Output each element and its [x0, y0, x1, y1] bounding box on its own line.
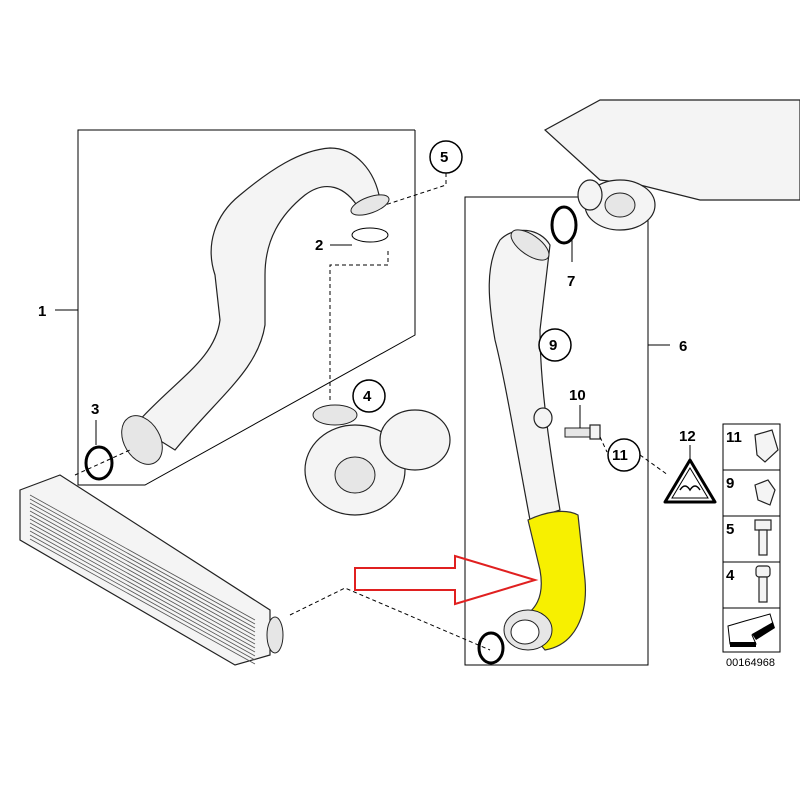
- intercooler-fin: [29, 518, 256, 645]
- legend-item-4: 4: [726, 567, 735, 584]
- intercooler: [19, 474, 284, 666]
- engine-cover: [543, 99, 800, 231]
- intercooler-fin: [29, 494, 256, 621]
- callout-7: 7: [567, 273, 575, 290]
- intercooler-fin: [29, 530, 256, 657]
- callout-1: 1: [38, 303, 46, 320]
- callout-10: 10: [569, 387, 586, 404]
- group-frame-1: [77, 129, 416, 486]
- turbocharger: [304, 404, 451, 516]
- sensor-10: [564, 424, 601, 440]
- callout-2: 2: [315, 237, 323, 254]
- callout-5: 5: [440, 149, 448, 166]
- intercooler-fin: [29, 510, 256, 637]
- seal-ring-7: [550, 205, 578, 245]
- callout-6: 6: [679, 338, 687, 355]
- callout-circle-9: [538, 328, 572, 362]
- callout-circle-11: [607, 438, 641, 472]
- direction-arrow-icon: [727, 613, 775, 647]
- clamp-nut-icon: [754, 479, 776, 506]
- legend-item-11: 11: [726, 429, 742, 446]
- seal-ring-2: [351, 227, 389, 243]
- intercooler-fin: [29, 502, 256, 629]
- charge-air-pipe-9: [488, 229, 561, 521]
- hex-bolt-icon: [754, 519, 772, 556]
- intercooler-fin: [29, 538, 256, 665]
- callout-9: 9: [549, 337, 557, 354]
- intercooler-fin: [29, 526, 256, 653]
- intercooler-fin: [29, 498, 256, 625]
- clip-icon: [754, 429, 779, 463]
- legend-item-9: 9: [726, 475, 734, 492]
- socket-bolt-icon: [755, 565, 771, 603]
- intercooler-fin: [29, 522, 256, 649]
- intercooler-fin: [29, 534, 256, 661]
- highlight-arrow: [354, 554, 539, 606]
- diagram-code: 00164968: [726, 657, 775, 669]
- intercooler-fin: [29, 514, 256, 641]
- warning-label-12: [663, 458, 717, 504]
- intercooler-fin: [29, 506, 256, 633]
- callout-4: 4: [363, 388, 372, 405]
- seal-ring: [477, 631, 505, 665]
- seal-ring-3: [84, 445, 114, 481]
- hose-clamp: [121, 415, 163, 465]
- legend-item-5: 5: [726, 521, 734, 538]
- callout-11: 11: [612, 447, 628, 464]
- callout-12: 12: [679, 428, 696, 445]
- charge-air-hose-1: [134, 147, 381, 451]
- legend-panel: 11 9 5 4: [722, 423, 781, 653]
- callout-circle-4: [352, 379, 386, 413]
- callout-3: 3: [91, 401, 99, 418]
